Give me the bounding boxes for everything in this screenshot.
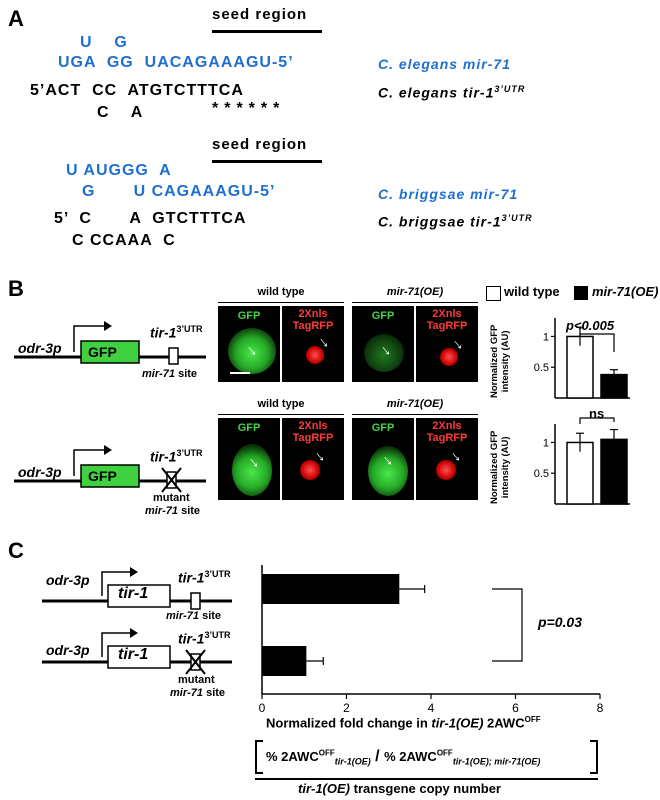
b-utr-2: tir-13’UTR	[150, 448, 203, 465]
c-xtick-label: 2	[343, 701, 350, 715]
formula-denominator: tir-1(OE) transgene copy number	[298, 781, 501, 796]
formula-bracket-right-bottom	[590, 772, 598, 774]
c-gene-1: tir-1	[118, 585, 149, 602]
mir71-elegans-name: C. elegans mir-71	[378, 56, 511, 72]
c-significance-bracket	[492, 588, 523, 662]
tir1-briggsae-name: C. briggsae tir-13’UTR	[378, 213, 533, 230]
c-xtick-label: 4	[428, 701, 435, 715]
tir1-briggsae-bottom: C CCAAA C	[72, 232, 176, 249]
chart2-ytick-label: 0.5	[534, 468, 549, 480]
chart2-bar-1	[600, 438, 628, 505]
mir71-elegans-seq: UGA GG UACAGAAAGU-5’	[58, 54, 294, 71]
legend-wt-label: wild type	[504, 284, 560, 299]
c-utr-1: tir-13’UTR	[178, 569, 231, 586]
c-bar-0	[262, 574, 400, 604]
b-row1-wt-gfp-image: GFP ↓	[218, 306, 280, 382]
chart1-significance-bracket	[579, 333, 615, 352]
c-site-2: mir-71 site	[170, 687, 226, 699]
b-row1-oe-header: mir-71(OE)	[386, 286, 444, 298]
mir71-elegans-top: U G	[80, 34, 128, 51]
b-row2-oe-gfp-image: GFP ↓	[352, 418, 414, 500]
tir1-briggsae-seq: 5’ C A GTCTTTCA	[54, 210, 247, 227]
b-row1-oe-rfp-image: 2Xnls TagRFP ↓	[416, 306, 478, 382]
mir71-briggsae-name: C. briggsae mir-71	[378, 186, 519, 202]
b-row2-oe-rule	[352, 414, 478, 415]
b-row2-oe-rfp-image: 2Xnls TagRFP ↓	[416, 418, 478, 500]
chart2-significance-bracket	[579, 417, 615, 424]
b-gfp-box-1: GFP	[88, 344, 117, 360]
seed-region-bar-1	[212, 30, 322, 33]
b-chart1-pvalue: p<0.005	[566, 318, 615, 333]
chart1-ytick-label: 1	[543, 331, 549, 343]
c-bar-1	[262, 646, 307, 676]
tir1-elegans-name: C. elegans tir-13’UTR	[378, 84, 526, 101]
b-row1-wt-rfp-image: 2Xnls TagRFP ↓	[282, 306, 344, 382]
b-chart2-pvalue: ns	[589, 406, 605, 421]
panel-a-letter: A	[8, 6, 24, 31]
b-site-1: mir-71 site	[142, 368, 198, 380]
seed-region-label-2: seed region	[212, 136, 308, 153]
panel-c-letter: C	[8, 538, 24, 563]
formula-bracket-left	[255, 740, 257, 774]
panel-b-letter: B	[8, 276, 24, 301]
formula-bracket-left-bottom	[255, 772, 263, 774]
b-row1-oe-rule	[352, 302, 478, 303]
c-gene-2: tir-1	[118, 646, 149, 663]
c-pvalue: p=0.03	[538, 614, 582, 630]
b-row1-oe-gfp-image: GFP ↓	[352, 306, 414, 382]
b-site-2: mir-71 site	[145, 505, 201, 517]
b-gfp-box-2: GFP	[88, 468, 117, 484]
legend-oe-label: mir-71(OE)	[592, 284, 659, 299]
b-row2-wt-rule	[218, 414, 344, 415]
b-row1-wt-header: wild type	[257, 286, 305, 298]
formula-numerator: % 2AWCOFFtir-1(OE) / % 2AWCOFFtir-1(OE);…	[266, 748, 541, 767]
legend-oe-swatch	[574, 286, 588, 300]
seed-region-bar-2	[212, 160, 322, 163]
b-row2-wt-gfp-image: GFP ↓	[218, 418, 280, 500]
mir71-briggsae-seq: G U CAGAAAGU-5’	[82, 183, 276, 200]
b-row1-wt-rule	[218, 302, 344, 303]
b-row2-wt-header: wild type	[257, 398, 305, 410]
c-promoter-2: odr-3p	[46, 642, 90, 658]
c-xtick-label: 8	[597, 701, 604, 715]
b-mutant-2: mutant	[153, 492, 190, 504]
b-promoter-2: odr-3p	[18, 464, 62, 480]
legend-wt-swatch	[486, 286, 501, 301]
b-promoter-1: odr-3p	[18, 340, 62, 356]
c-promoter-1: odr-3p	[46, 572, 90, 588]
formula-bracket-right-top	[590, 740, 598, 742]
formula-fraction-bar	[255, 778, 598, 780]
seed-region-label-1: seed region	[212, 6, 308, 23]
seed-match-stars: ******	[212, 100, 286, 117]
c-mutant-2: mutant	[178, 674, 215, 686]
chart2-ytick-label: 1	[543, 437, 549, 449]
c-xlabel: Normalized fold change in tir-1(OE) 2AWC…	[266, 715, 541, 731]
tir1-elegans-seq: 5’ACT CC ATGTCTTTCA	[30, 82, 244, 99]
b-utr-1: tir-13’UTR	[150, 324, 203, 341]
mir71-briggsae-top: U AUGGG A	[66, 162, 172, 179]
c-xtick-label: 6	[512, 701, 519, 715]
b-row2-oe-header: mir-71(OE)	[386, 398, 444, 410]
c-site-1: mir-71 site	[166, 610, 222, 622]
formula-bracket-left-top	[255, 740, 263, 742]
formula-bracket-right	[596, 740, 598, 774]
chart1-ytick-label: 0.5	[534, 362, 549, 374]
c-utr-2: tir-13’UTR	[178, 630, 231, 647]
c-xtick-label: 0	[259, 701, 266, 715]
b-row2-wt-rfp-image: 2Xnls TagRFP ↓	[282, 418, 344, 500]
tir1-elegans-bottom: C A	[97, 104, 144, 121]
